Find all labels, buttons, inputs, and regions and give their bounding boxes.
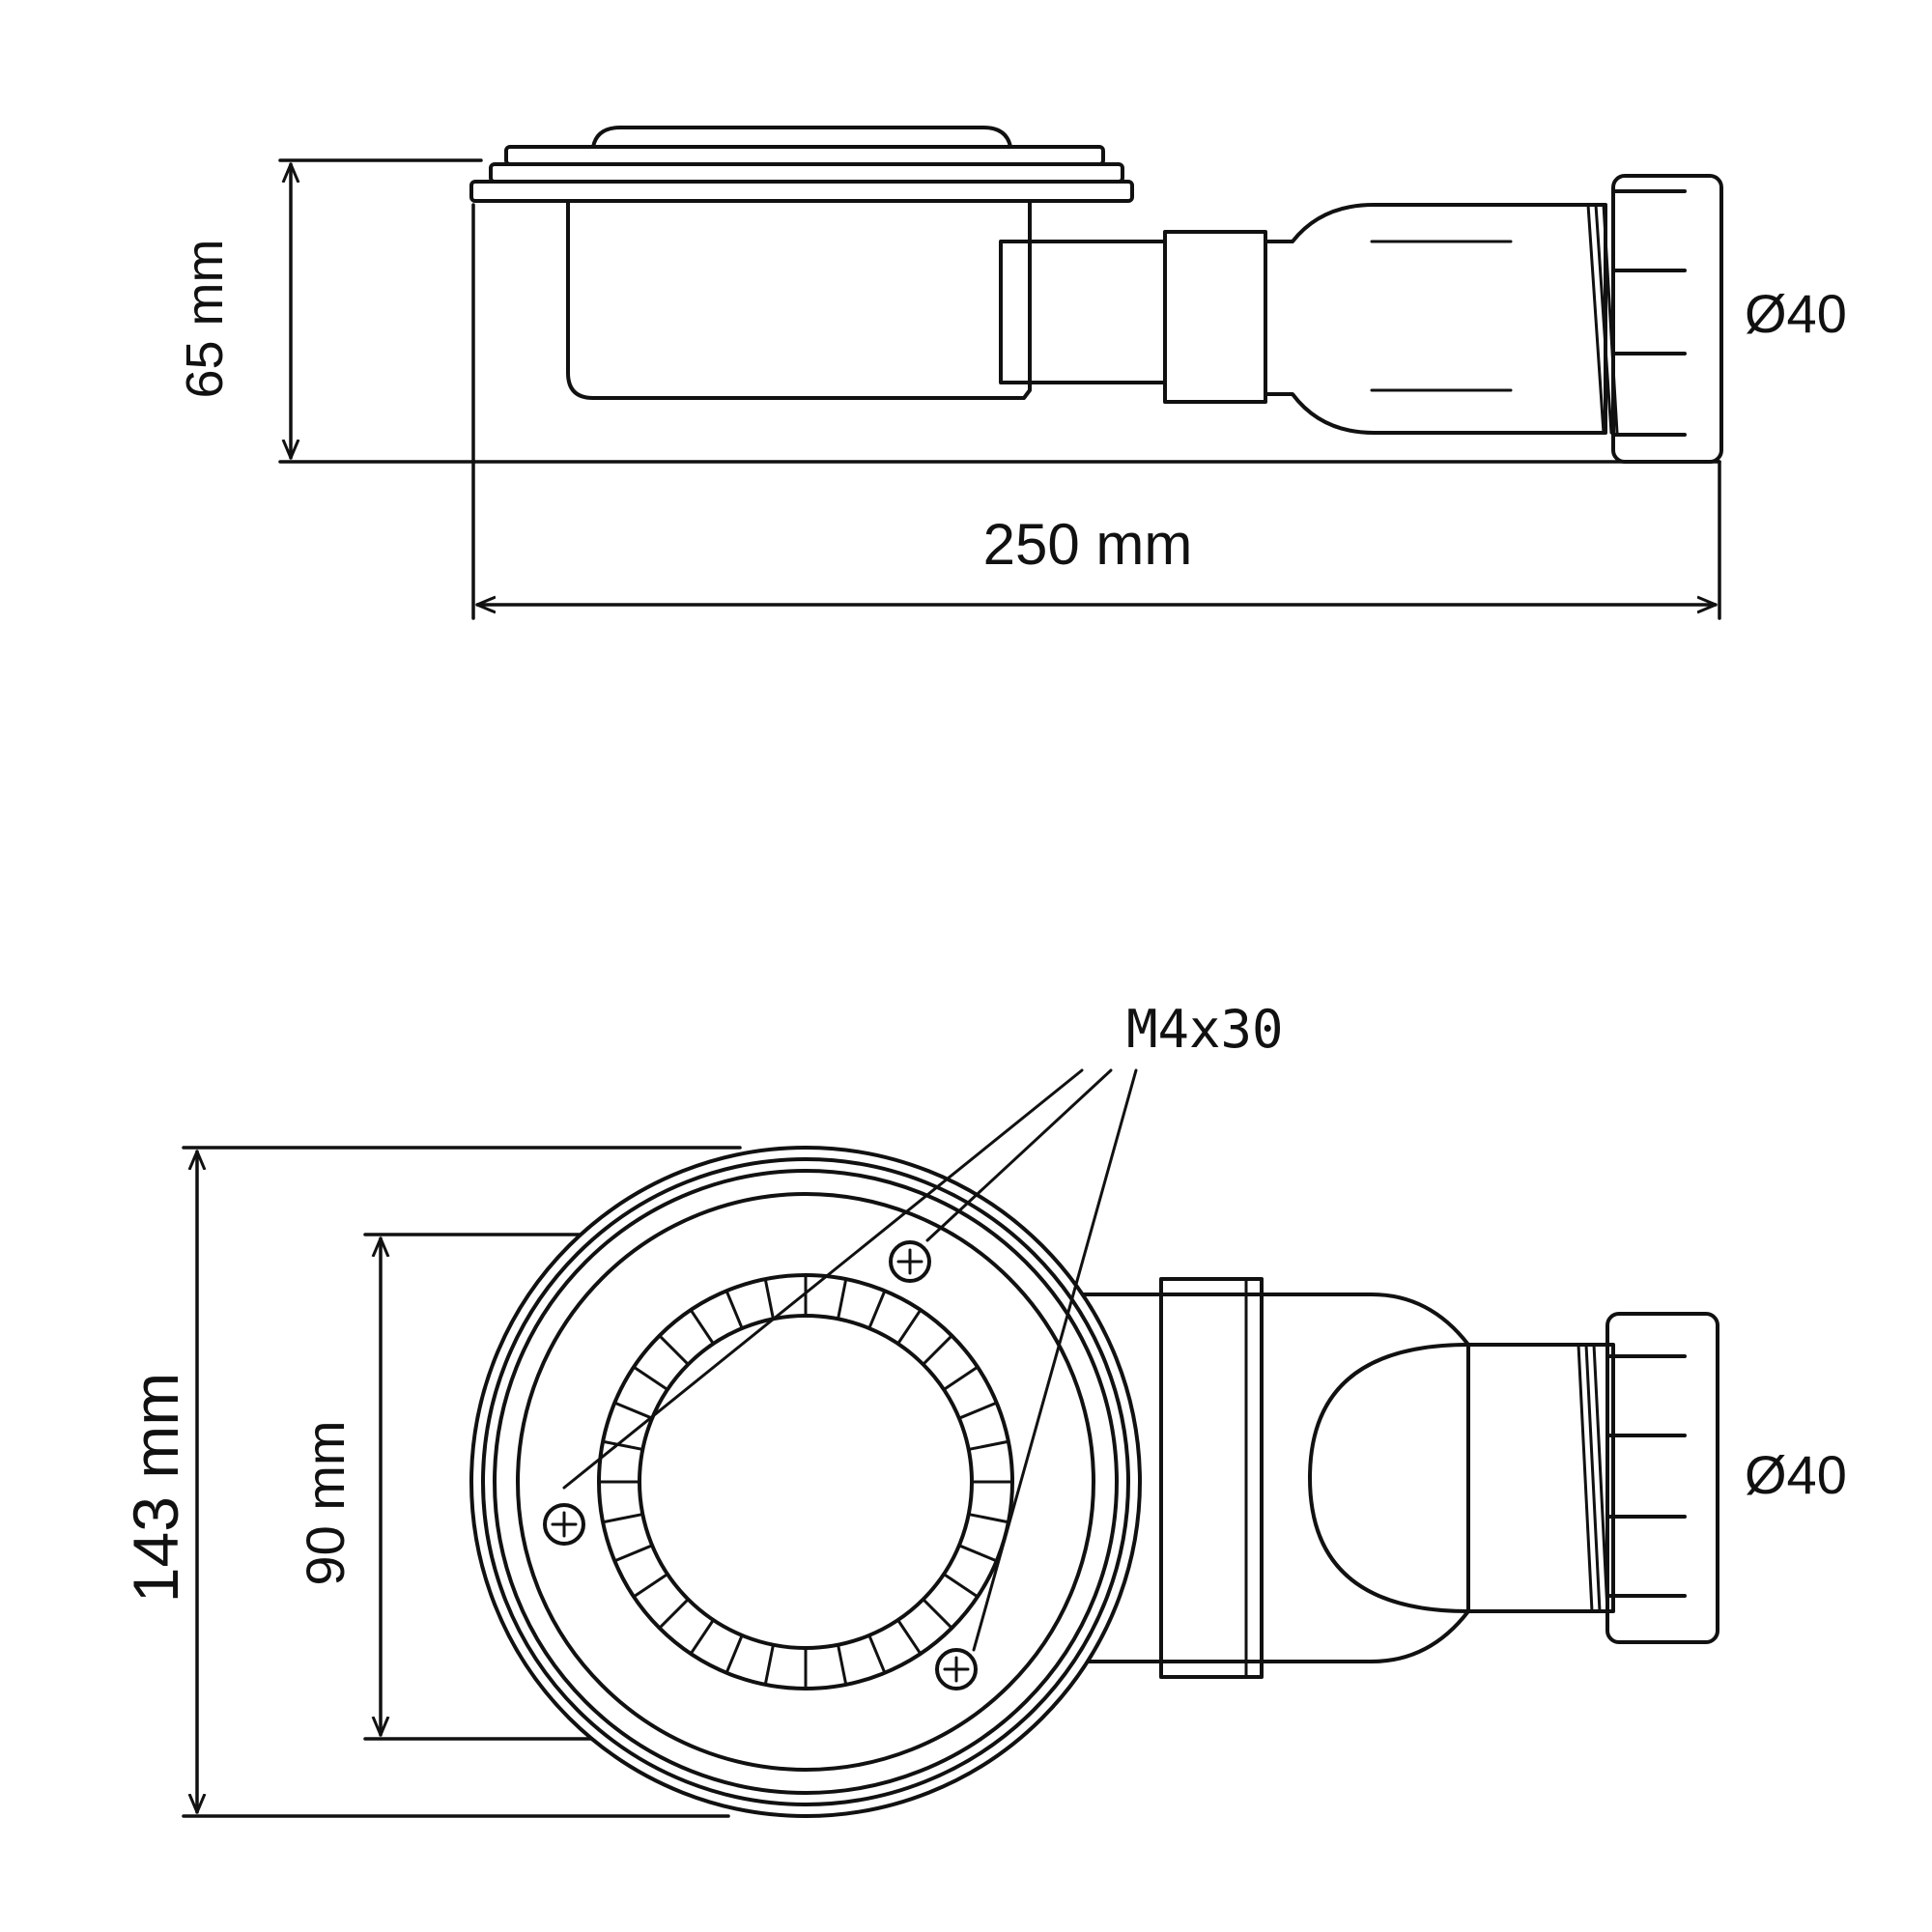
grate-slot-divider [837,1277,848,1321]
grate-slot-divider [724,1289,744,1330]
leader-bottom-screw [972,1068,1138,1652]
grate-slot-divider [922,1598,953,1630]
grate-slot-divider [896,1308,923,1346]
grate-slot-divider [763,1643,775,1687]
grate-slot-divider [867,1634,887,1675]
flange-base [469,180,1134,203]
leader-left-screw [562,1068,1084,1490]
grate-slot-divider [763,1277,775,1321]
grate-slots [597,1273,1014,1690]
grate-slot-divider [957,1401,999,1420]
screw-bottom [935,1648,978,1690]
nut-ribs [1611,189,1687,437]
leader-top-screw [925,1068,1113,1242]
outlet-pipe [999,240,1167,384]
grate-slot-divider [867,1289,887,1330]
grate-slot-divider [601,1439,644,1451]
grate-slot-divider [601,1513,644,1524]
grate-slot-divider [922,1334,953,1366]
drain-cover-dome [591,126,1012,149]
top-view: M4x30 143 mm 90 mm Ø40 [120,999,1847,1818]
flange-top-ring [504,145,1105,166]
grate-slot-divider [967,1439,1010,1451]
grate-slot-divider [896,1618,923,1656]
flange-third-ring [493,1169,1119,1795]
grate-slot-divider [689,1308,715,1346]
nut-ribs-top-view [1605,1354,1687,1598]
outlet-nut [1611,174,1723,464]
grate-slot-divider [632,1573,669,1599]
flange-inner-ring [516,1192,1095,1772]
outlet-nut-top-view [1605,1312,1719,1644]
top-outlet-label: Ø40 [1745,1444,1847,1505]
pipe-nut-top-view [1159,1277,1264,1679]
grate-slot-divider [837,1643,848,1687]
grate-slot-divider [942,1573,980,1599]
pipe-nut [1163,230,1267,404]
side-view: 65 mm 250 mm Ø40 [176,126,1847,620]
trap-body-top-view [1080,1293,1470,1663]
grate-slot-divider [612,1401,654,1420]
grate-slot-divider [658,1334,690,1366]
grate-slot-divider [942,1365,980,1391]
grate-slot-divider [658,1598,690,1630]
inner-diameter-label: 90 mm [295,1420,355,1585]
height-label: 65 mm [176,239,234,398]
length-label: 250 mm [983,512,1193,577]
drain-body [566,199,1032,400]
grate-slot-divider [612,1544,654,1563]
trap-elbow [1264,203,1607,435]
screw-top [889,1240,931,1283]
flange-mid-ring [489,162,1124,184]
grate-slot-divider [967,1513,1010,1524]
screw-left [543,1503,585,1546]
thread-lines-top-view [1577,1343,1609,1613]
grate-slot-divider [724,1634,744,1675]
grate-slot-divider [689,1618,715,1656]
outer-diameter-label: 143 mm [120,1373,191,1603]
flange-second-ring [481,1157,1130,1806]
side-outlet-label: Ø40 [1745,283,1847,344]
screw-label: M4x30 [1126,999,1284,1060]
trap-elbow-top-view [1308,1343,1615,1613]
grate-slot-divider [957,1544,999,1563]
grate-slot-divider [632,1365,669,1391]
